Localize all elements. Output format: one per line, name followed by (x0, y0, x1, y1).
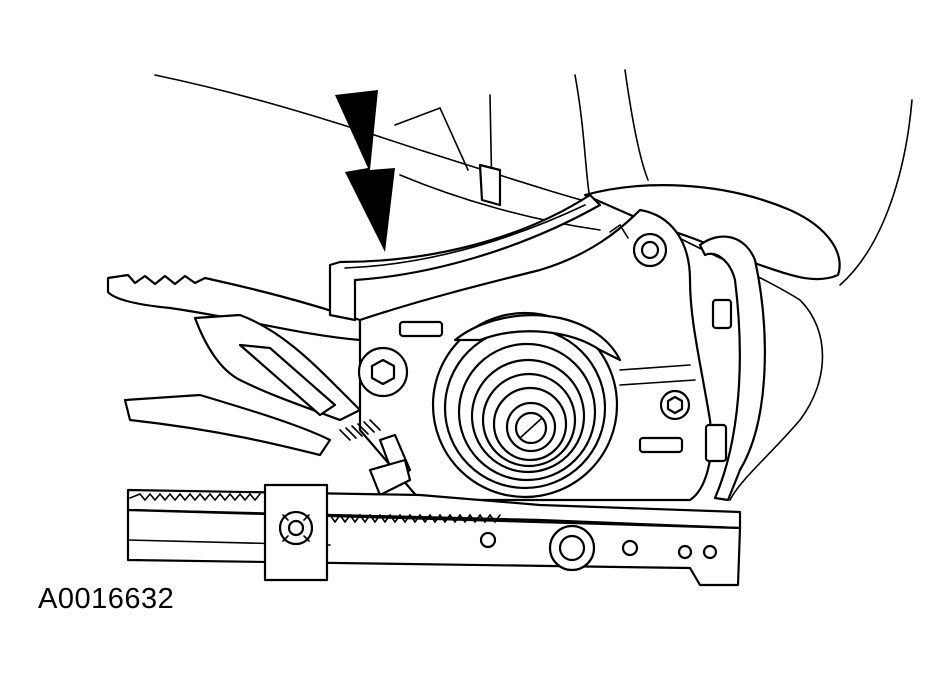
arrow-indicator (335, 90, 395, 252)
trim-strip (698, 235, 766, 502)
release-lever (106, 273, 362, 342)
figure-code: A0016632 (38, 583, 175, 615)
bolt-upper (609, 223, 668, 268)
cable-housing (328, 193, 602, 322)
bolt-right (659, 389, 691, 421)
torsion-spring (339, 419, 412, 497)
seat-back-outline (154, 69, 913, 286)
coil-spring (431, 311, 622, 499)
track-latch-gear (263, 483, 329, 582)
pivot-nut (357, 346, 409, 398)
recline-arm (123, 313, 362, 457)
